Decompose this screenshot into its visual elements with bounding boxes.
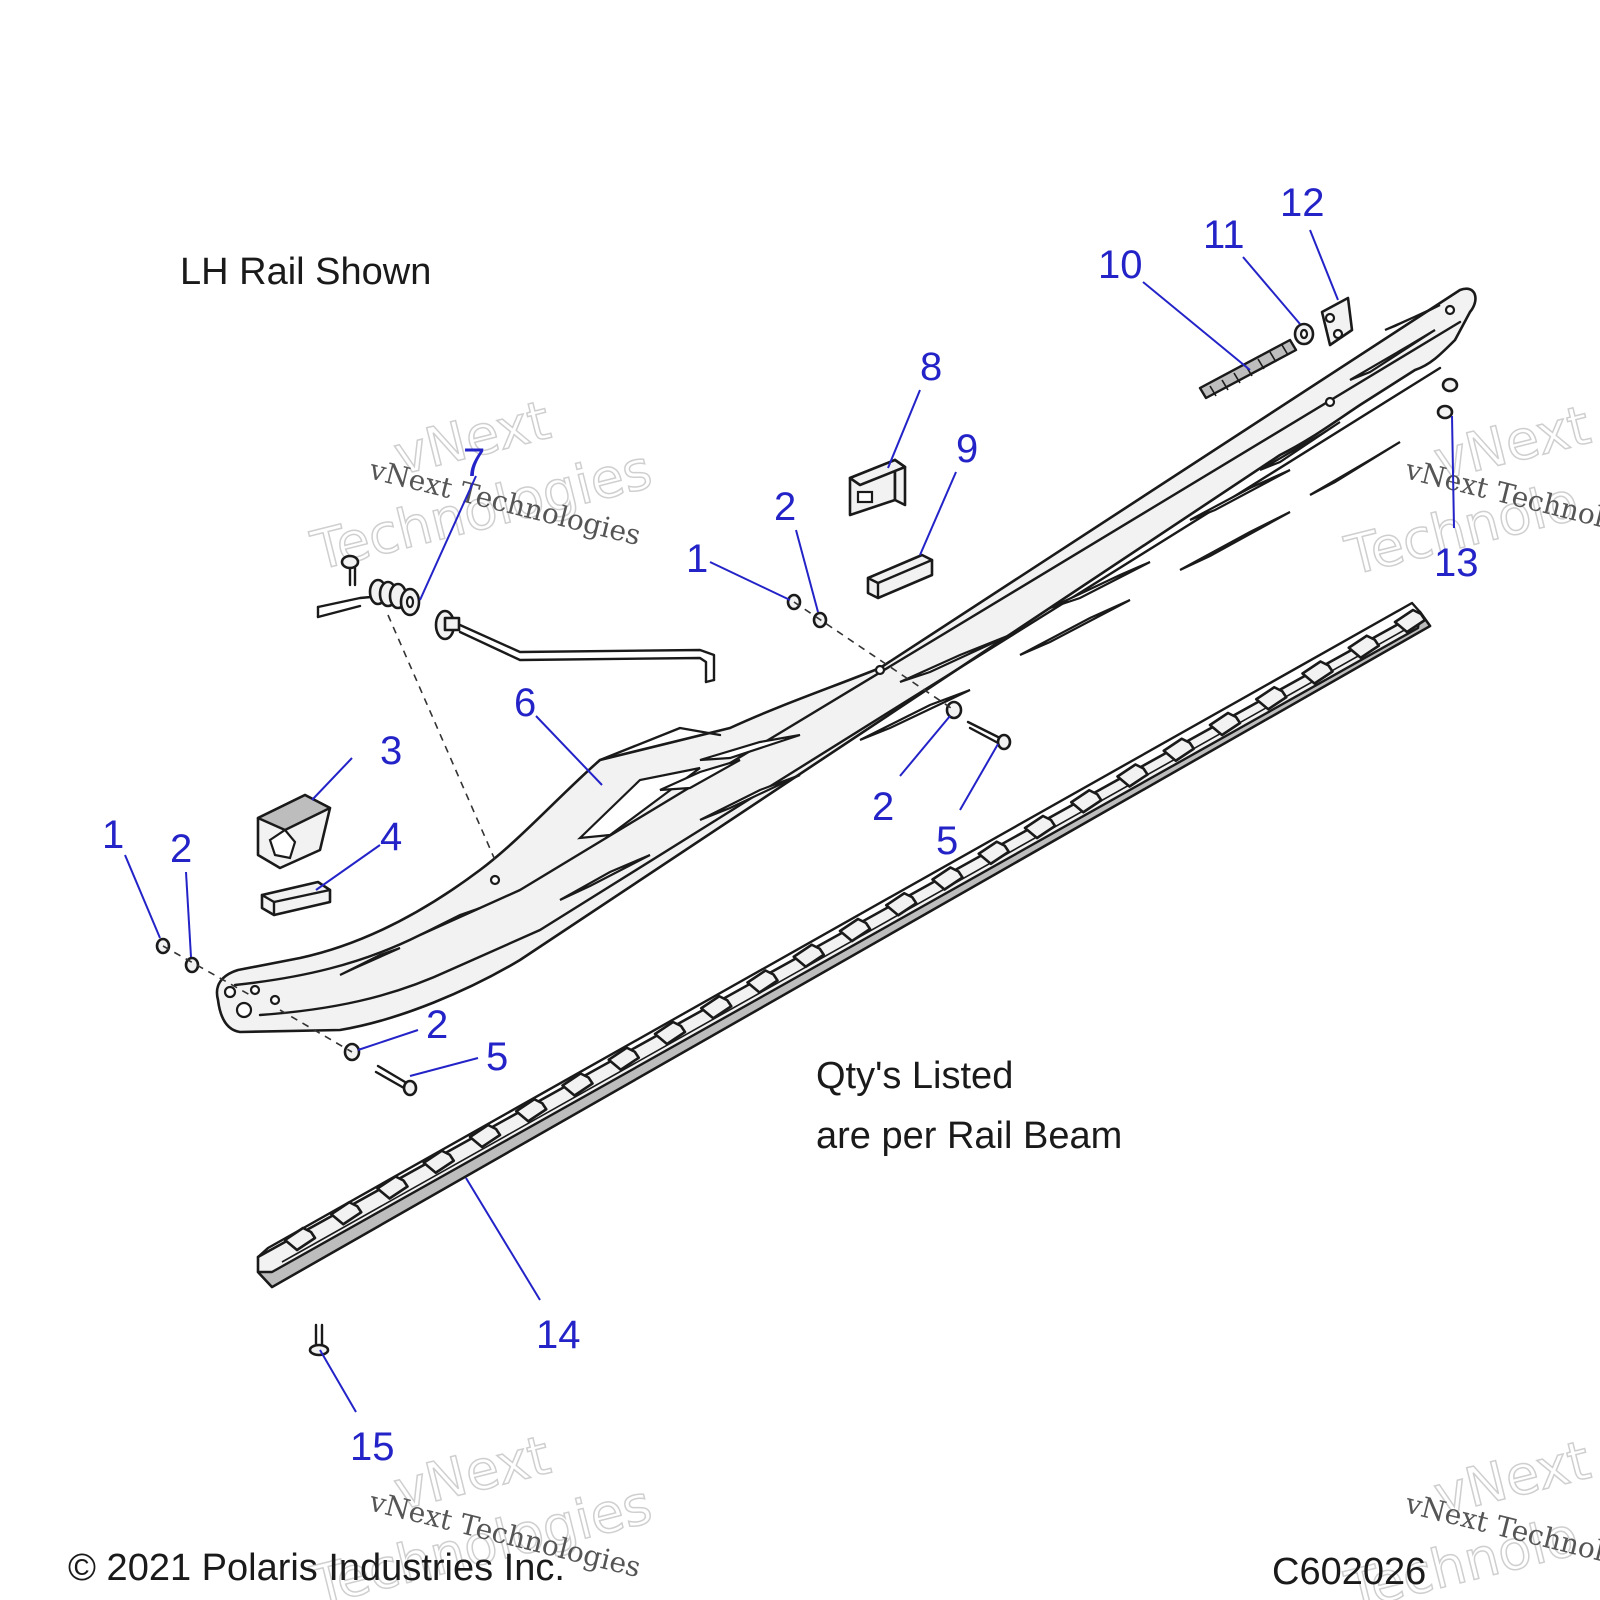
note-qty-line2: are per Rail Beam <box>816 1115 1122 1157</box>
callout-6: 6 <box>514 681 536 725</box>
callout-13: 13 <box>1434 541 1479 585</box>
assembly-lines <box>162 601 955 1053</box>
wear-strip-tooth <box>1301 660 1334 685</box>
watermark-top-left: vNext Technologies vNext Technologies <box>304 388 658 584</box>
wear-strip-tooth <box>514 1097 548 1123</box>
wear-strip-tooth <box>884 891 918 917</box>
wear-strip-tooth <box>653 1020 687 1046</box>
note-qty-line1: Qty's Listed <box>816 1055 1013 1097</box>
callout-3: 3 <box>380 729 402 773</box>
wear-strip-tooth <box>1069 788 1103 814</box>
adjuster-bracket <box>1320 296 1354 347</box>
callout-15: 15 <box>350 1425 395 1469</box>
callout-12: 12 <box>1280 181 1325 225</box>
wear-strip-tooth <box>792 943 826 969</box>
callout-2: 2 <box>426 1003 448 1047</box>
wear-strip-tooth <box>931 866 964 891</box>
callout-2: 2 <box>170 827 192 871</box>
note-rail-shown: LH Rail Shown <box>180 251 431 293</box>
wear-strip-tooth <box>468 1123 502 1149</box>
wear-strip-tooth <box>422 1149 456 1175</box>
wear-strip-tooth <box>561 1072 594 1097</box>
wear-strip-tooth <box>1347 634 1381 660</box>
hyfax-wear-strip <box>256 601 1432 1289</box>
wear-strip-tooth <box>1254 685 1288 711</box>
wear-strip-tooth <box>746 969 779 994</box>
bolt-rear-end-upper <box>1441 377 1459 393</box>
front-insert <box>260 880 332 917</box>
callout-1: 1 <box>102 813 124 857</box>
footer-diagram-code: C602026 <box>1272 1551 1426 1593</box>
wear-strip-tooth <box>376 1175 409 1200</box>
spring-rod-assembly <box>316 554 716 684</box>
bolt-rear <box>374 1064 418 1097</box>
wear-strip-tooth <box>977 840 1011 866</box>
wear-strip-tooth <box>283 1226 317 1252</box>
leader-lines <box>124 229 1455 1413</box>
callout-5: 5 <box>486 1035 508 1079</box>
wear-strip-tooth <box>1023 814 1057 840</box>
wear-strip-tooth <box>607 1046 641 1072</box>
callouts: 1 2 3 4 6 7 8 9 1 2 2 5 10 11 12 13 2 5 … <box>102 181 1479 1469</box>
callout-4: 4 <box>380 815 402 859</box>
rail-beam <box>215 287 1477 1034</box>
callout-1: 1 <box>686 537 708 581</box>
callout-5: 5 <box>936 819 958 863</box>
callout-7: 7 <box>463 441 485 485</box>
footer-copyright: © 2021 Polaris Industries Inc. <box>68 1547 565 1589</box>
callout-11: 11 <box>1203 213 1245 257</box>
callout-10: 10 <box>1098 243 1143 287</box>
insert-upper <box>866 553 934 600</box>
hyfax-screw <box>308 1323 330 1357</box>
callout-2: 2 <box>774 485 796 529</box>
wear-strip-tooth <box>1116 763 1149 788</box>
wear-strip-tooth <box>699 994 733 1020</box>
callout-14: 14 <box>536 1313 581 1357</box>
wear-strip-tooth <box>1162 737 1196 763</box>
wear-strip-teeth <box>283 608 1427 1252</box>
wear-strip-tooth <box>1393 608 1427 634</box>
washer-mid-lower <box>945 700 963 720</box>
wear-strip-tooth <box>838 917 872 943</box>
bolt-rear-end-lower <box>1436 404 1454 420</box>
callout-8: 8 <box>920 345 942 389</box>
front-block <box>256 793 332 870</box>
slide-block-upper <box>848 458 907 517</box>
wear-strip-tooth <box>329 1200 363 1226</box>
adjuster-nut-hole <box>1299 328 1309 340</box>
callout-9: 9 <box>956 427 978 471</box>
bolt-mid <box>966 720 1012 751</box>
callout-2: 2 <box>872 785 894 829</box>
wear-strip-tooth <box>1208 711 1242 737</box>
